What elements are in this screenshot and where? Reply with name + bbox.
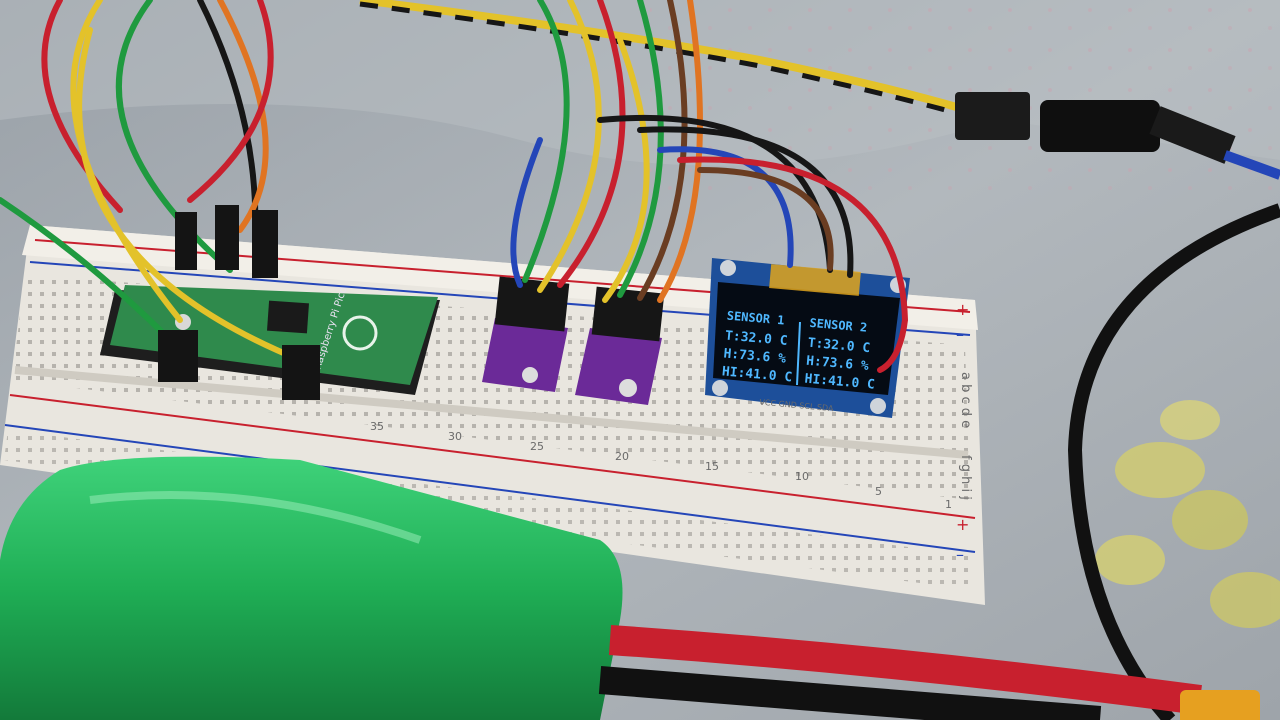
oled-right-heat-index: HI:41.0 C <box>804 372 875 393</box>
jumper-connector <box>955 92 1030 140</box>
black-cable-right <box>1067 203 1280 720</box>
oled-right-humidity: H:73.6 % <box>806 354 870 374</box>
header-pins <box>158 205 320 400</box>
sensor-module-2 <box>575 286 665 405</box>
battery-lead-red <box>608 625 1202 715</box>
oled-right-temp: T:32.0 C <box>807 336 871 356</box>
oled-left-humidity: H:73.6 % <box>723 346 787 366</box>
oled-right-header: SENSOR 2 <box>809 316 868 335</box>
xt60-connector <box>1180 690 1260 720</box>
usb-cable-strain-relief <box>1149 106 1236 164</box>
oled-left-heat-index: HI:41.0 C <box>721 364 792 385</box>
usb-plug <box>1040 100 1160 152</box>
battery-lead-black <box>598 666 1102 720</box>
oled-module: SENSOR 1 T:32.0 C H:73.6 % HI:41.0 C SEN… <box>705 258 910 418</box>
rail-minus-top: – <box>956 325 964 344</box>
breadboard-column-30: 30 <box>448 430 462 443</box>
rail-minus-bottom: – <box>956 545 964 564</box>
yellow-black-cable <box>359 0 962 112</box>
blue-cable <box>1223 150 1280 180</box>
sensor-module-1 <box>482 276 570 392</box>
oled-left-temp: T:32.0 C <box>724 328 788 348</box>
breadboard-column-25: 25 <box>530 440 544 453</box>
breadboard-column-15: 15 <box>705 460 719 473</box>
breadboard-column-20: 20 <box>615 450 629 463</box>
yellow-flower-print <box>1095 400 1280 628</box>
oled-left-header: SENSOR 1 <box>726 309 785 328</box>
raspberry-logo-icon <box>342 315 378 351</box>
lipo-battery <box>0 456 623 720</box>
breadboard-row-letters-bottom: f g h i j <box>958 455 973 500</box>
breadboard-column-1: 1 <box>945 498 952 511</box>
breadboard-column-10: 10 <box>795 470 809 483</box>
breadboard-column-35: 35 <box>370 420 384 433</box>
breadboard-row-letters-top: a b c d e <box>958 372 973 428</box>
jumper-wires <box>0 0 909 373</box>
breadboard-column-5: 5 <box>875 485 882 498</box>
rail-plus-top: + <box>956 300 969 319</box>
rail-plus-bottom: + <box>956 515 969 534</box>
